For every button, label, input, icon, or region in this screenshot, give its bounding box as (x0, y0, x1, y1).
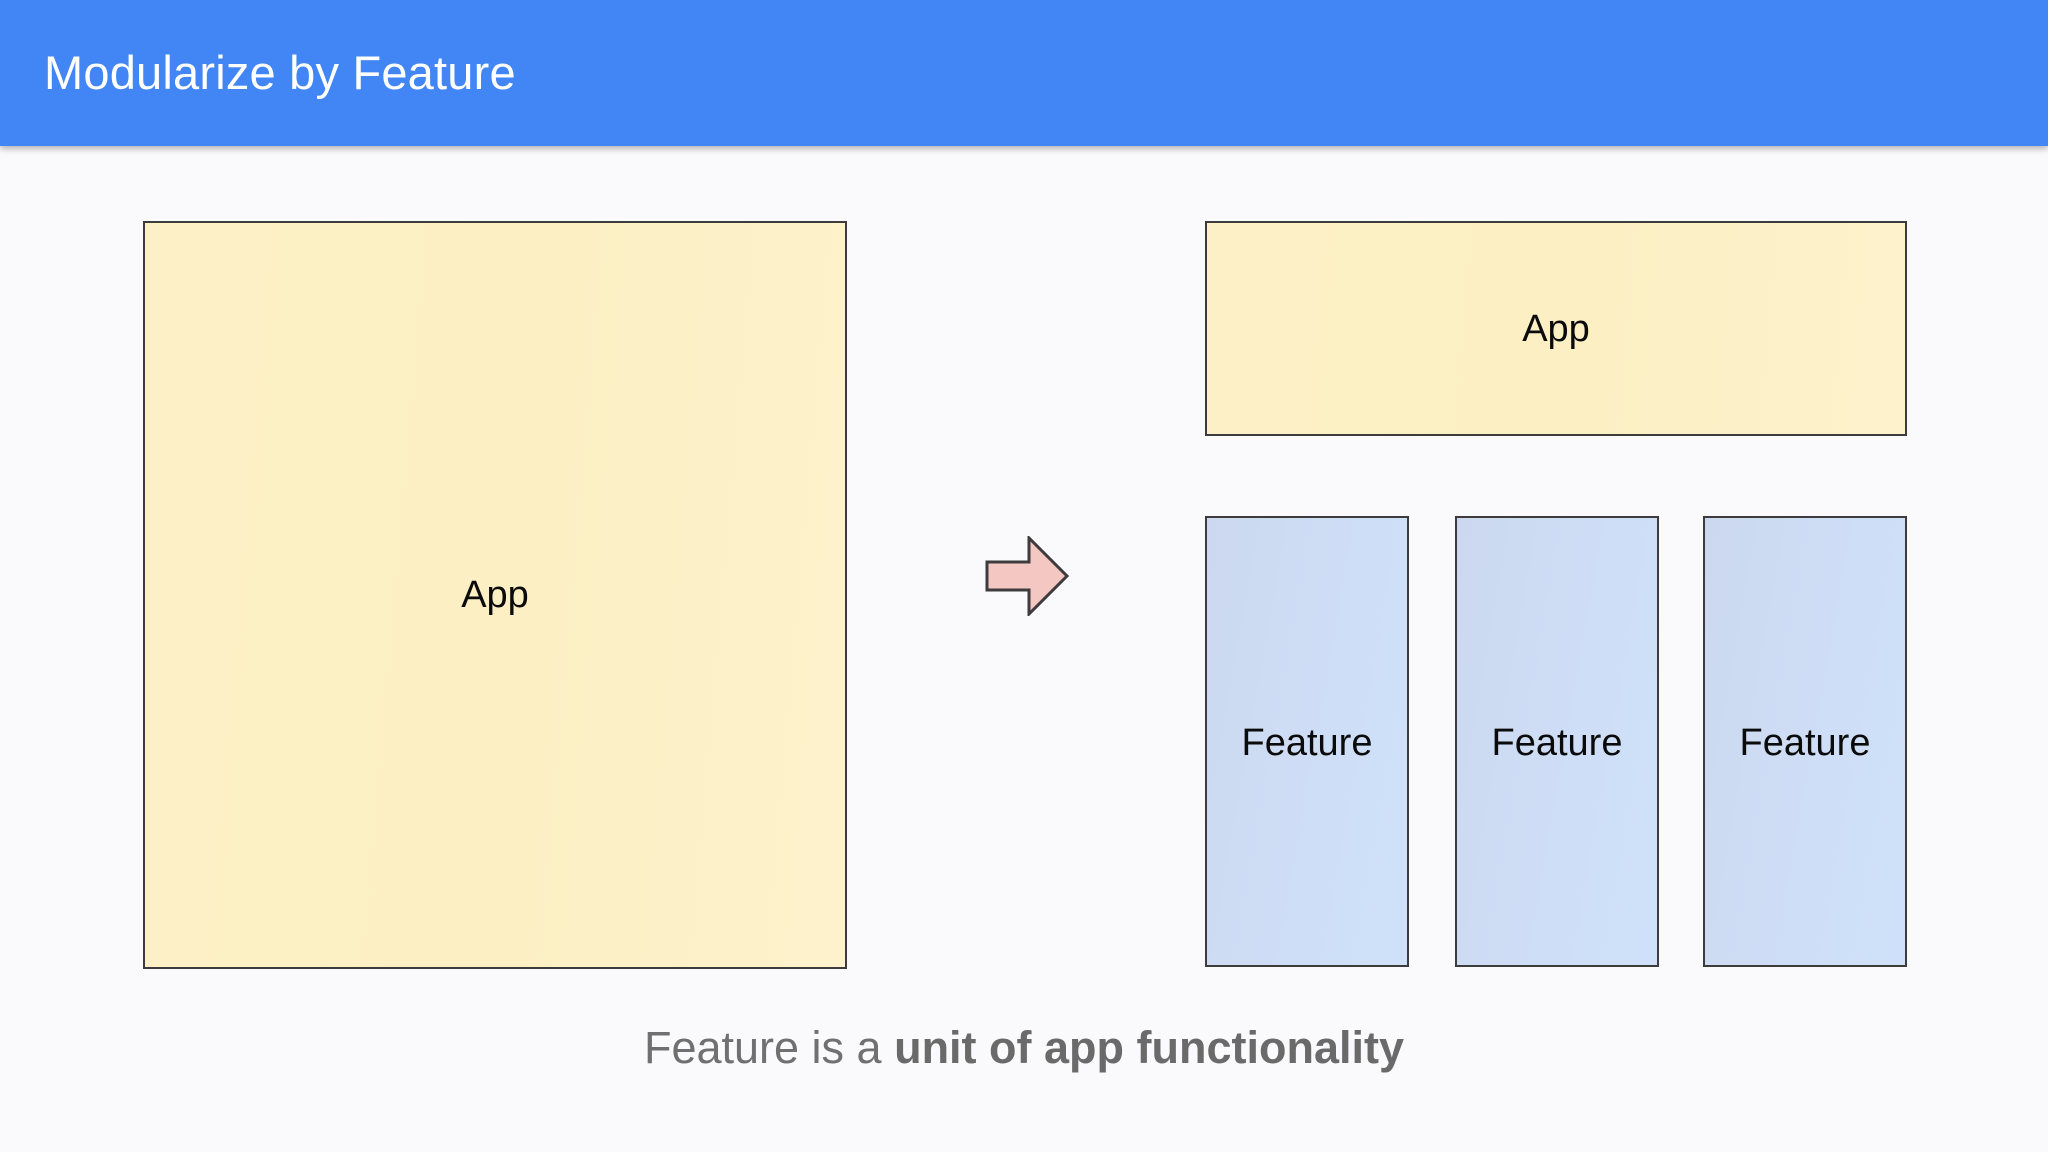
modular-app-box: App (1205, 221, 1907, 436)
diagram-area: App App Feature Feature Feature (0, 146, 2048, 1152)
monolith-app-label: App (461, 574, 529, 616)
feature-box-3: Feature (1703, 516, 1907, 967)
slide-header-bar: Modularize by Feature (0, 0, 2048, 146)
right-arrow-icon (985, 536, 1069, 616)
feature-box-3-label: Feature (1739, 721, 1871, 764)
caption-lead-text: Feature is a (643, 1022, 895, 1073)
monolith-app-box: App (143, 221, 847, 969)
modular-app-label: App (1522, 307, 1590, 350)
feature-box-1: Feature (1205, 516, 1409, 967)
caption-emphasis-text: unit of app functionality (894, 1022, 1405, 1073)
page-title: Modularize by Feature (44, 46, 516, 99)
feature-box-2-label: Feature (1491, 721, 1623, 764)
feature-box-1-label: Feature (1241, 721, 1373, 764)
feature-box-2: Feature (1455, 516, 1659, 967)
slide-caption: Feature is a unit of app functionality (0, 1022, 2048, 1074)
